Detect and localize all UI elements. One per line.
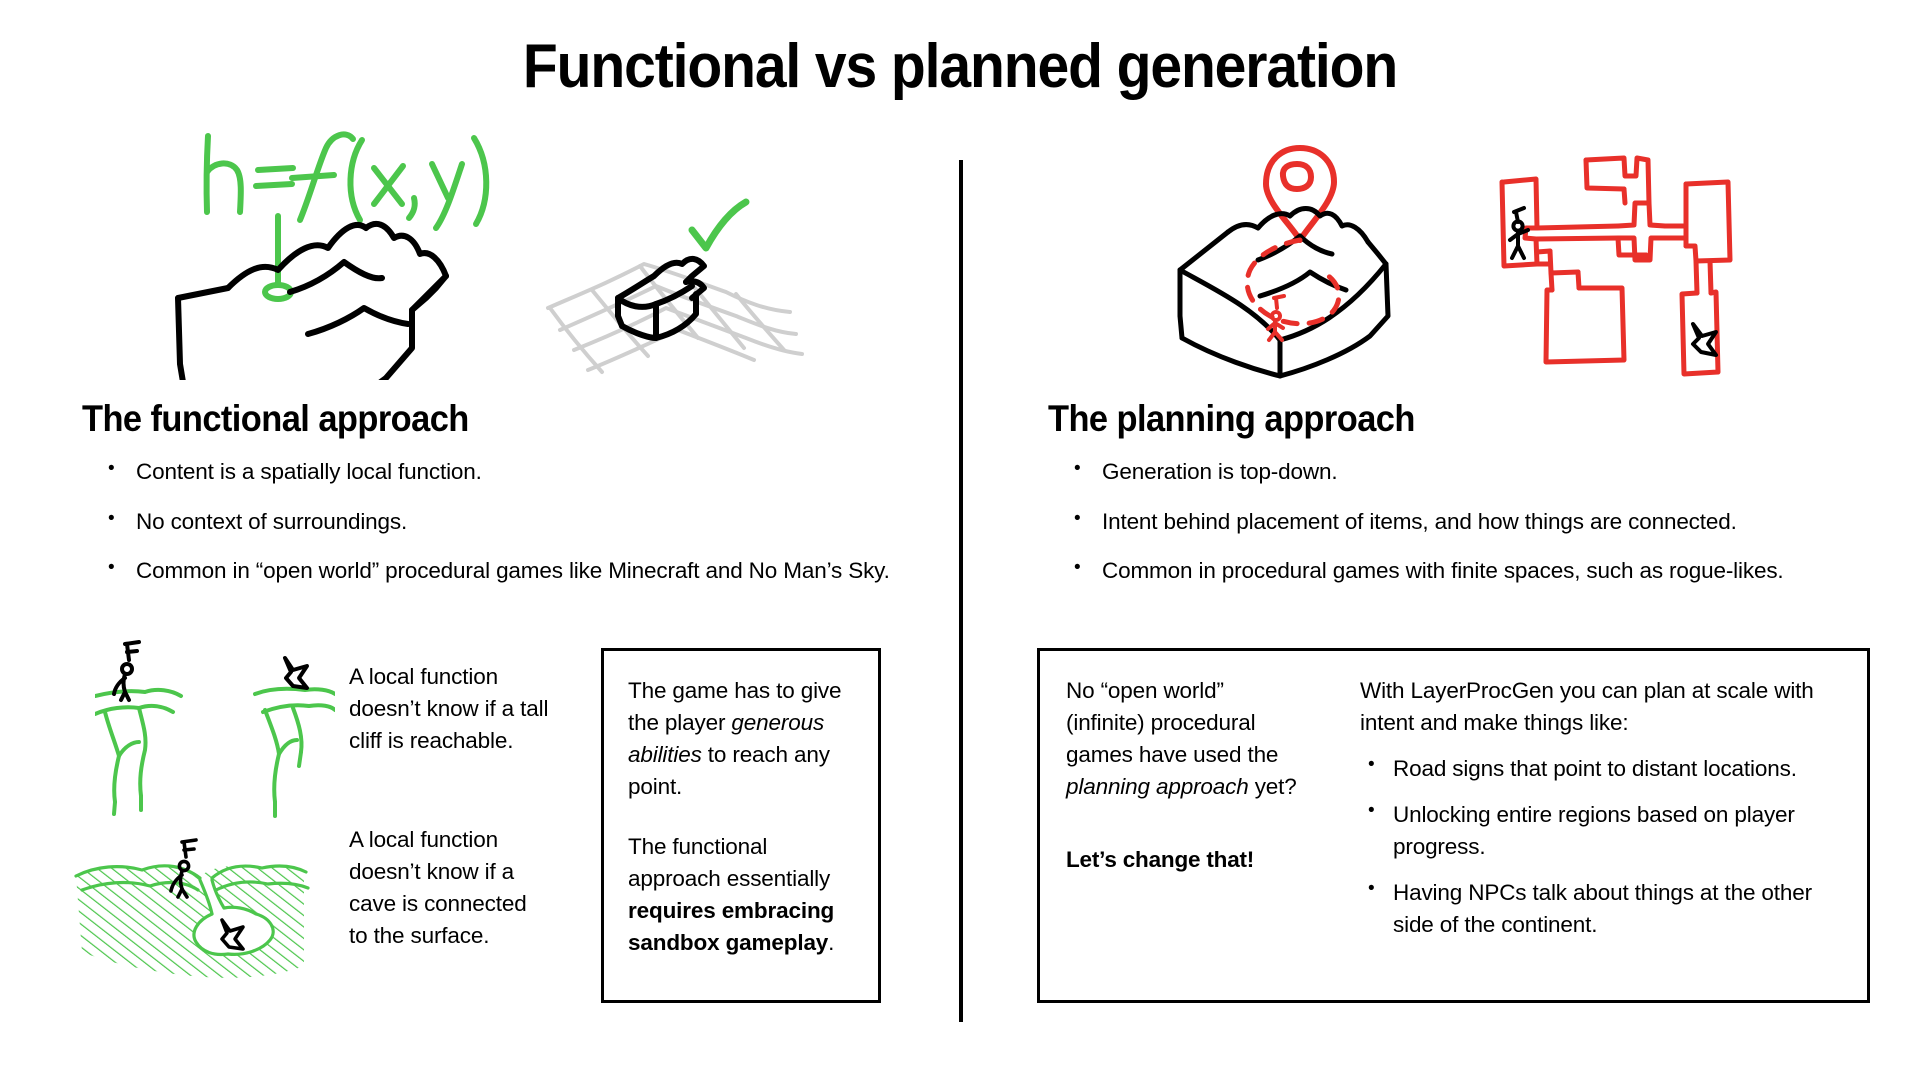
- callout-column-right: With LayerProcGen you can plan at scale …: [1360, 675, 1841, 955]
- list-item: Common in “open world” procedural games …: [104, 554, 924, 588]
- list-item: Unlocking entire regions based on player…: [1360, 798, 1841, 863]
- list-item: Intent behind placement of items, and ho…: [1070, 505, 1890, 539]
- cliff-note-text: A local function doesn’t know if a tall …: [349, 664, 549, 753]
- callout-question: No “open world” (infinite) procedural ga…: [1066, 675, 1308, 803]
- spacer: [1066, 803, 1308, 847]
- list-item: Having NPCs talk about things at the oth…: [1360, 876, 1841, 941]
- question-emphasis: planning approach: [1066, 773, 1249, 799]
- list-item: No context of surroundings.: [104, 505, 924, 539]
- callout-text-c: The functional approach essentially: [628, 833, 831, 891]
- dungeon-room-map-sketch: [1499, 155, 1733, 377]
- bullet-list-planning: Generation is top-down. Intent behind pl…: [1070, 455, 1890, 605]
- layerprocgen-intro: With LayerProcGen you can plan at scale …: [1360, 678, 1814, 735]
- heading-planning-approach: The planning approach: [1048, 398, 1415, 439]
- list-item: Generation is top-down.: [1070, 455, 1890, 489]
- callout-text-b: to reach any point.: [628, 741, 830, 799]
- functional-callout-box: The game has to give the player generous…: [601, 648, 881, 1003]
- cave-connectivity-sketch: [72, 838, 342, 998]
- callout-paragraph-1: The game has to give the player generous…: [628, 675, 856, 803]
- call-to-action-text: Let’s change that!: [1066, 846, 1255, 872]
- callout-text-d: .: [828, 929, 835, 955]
- list-item: Content is a spatially local function.: [104, 455, 924, 489]
- callout-emphasis: generous abilities: [628, 709, 825, 767]
- list-item: Common in procedural games with finite s…: [1070, 554, 1890, 588]
- callout-text-a: The game has to give the player: [628, 678, 842, 735]
- planned-terrain-pin-sketch: [1177, 145, 1391, 379]
- list-item: Road signs that point to distant locatio…: [1360, 752, 1841, 785]
- bullet-list-functional: Content is a spatially local function. N…: [104, 455, 924, 605]
- column-divider: [959, 160, 963, 1022]
- grid-chunk-sketch: [546, 198, 804, 374]
- callout-column-left: No “open world” (infinite) procedural ga…: [1066, 675, 1308, 955]
- layerprocgen-feature-list: Road signs that point to distant locatio…: [1360, 752, 1841, 941]
- functional-terrain-sketch: [175, 131, 490, 380]
- question-text-b: yet?: [1248, 773, 1297, 799]
- heading-functional-approach: The functional approach: [82, 398, 469, 439]
- cave-note-text: A local function doesn’t know if a cave …: [349, 827, 527, 948]
- callout-paragraph-2: The functional approach essentially requ…: [628, 831, 856, 959]
- callout-strong: requires embracing sandbox gameplay: [628, 897, 835, 955]
- planning-callout-box: No “open world” (infinite) procedural ga…: [1037, 648, 1870, 1003]
- cliff-reachability-sketch: [95, 640, 335, 818]
- question-text-a: No “open world” (infinite) procedural ga…: [1066, 678, 1279, 767]
- page-title: Functional vs planned generation: [522, 32, 1398, 101]
